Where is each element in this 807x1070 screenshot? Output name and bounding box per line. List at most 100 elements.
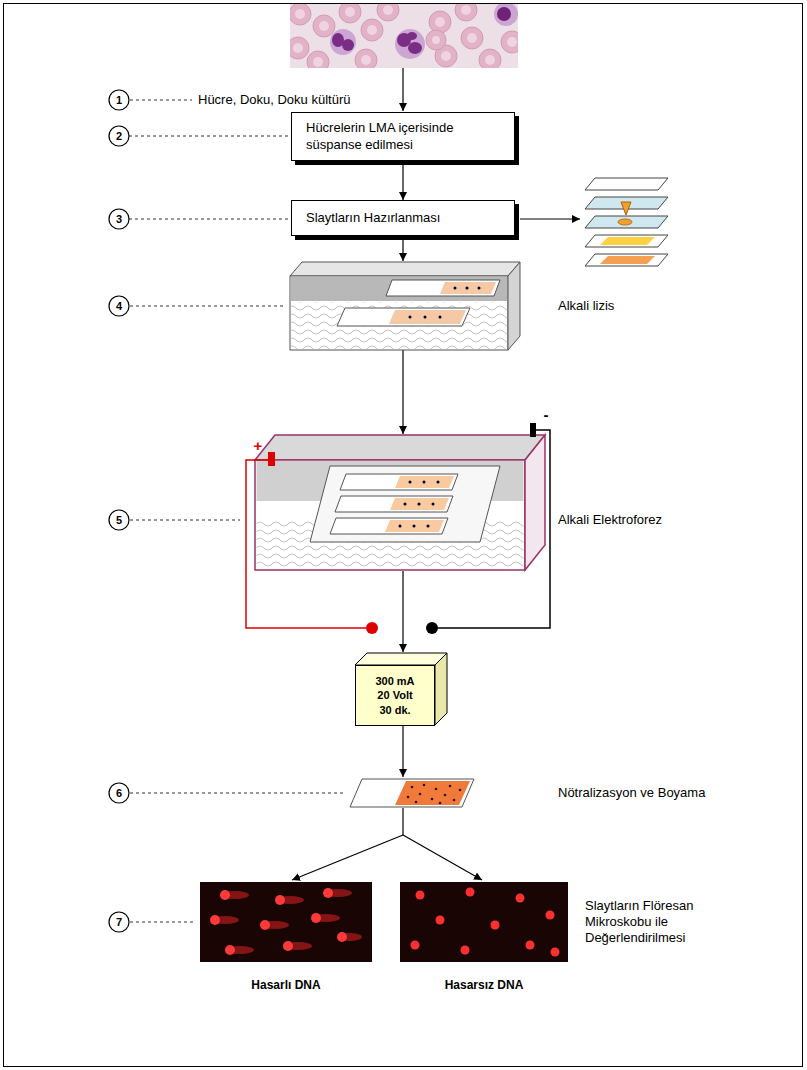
- electrophoresis-tank: [423, 481, 426, 484]
- lysis-tray: [454, 287, 457, 290]
- electrophoresis-tank: [437, 481, 440, 484]
- blood-smear: [319, 21, 329, 31]
- intact-dna-image: [551, 948, 560, 957]
- blood-smear: [441, 51, 451, 61]
- leader-line: [130, 520, 240, 521]
- electrode-wiring: [268, 452, 275, 466]
- step-number: 2: [108, 125, 130, 147]
- damaged-dna-image: [221, 891, 249, 899]
- electrophoresis-tank: [395, 476, 454, 488]
- electrophoresis-tank: [330, 518, 448, 534]
- electrophoresis-tank: [255, 435, 545, 570]
- electrode-wiring: [366, 622, 378, 634]
- damaged-dna-image: [260, 920, 270, 930]
- intact-dna-image: [516, 894, 525, 903]
- blood-smear: [455, 4, 477, 21]
- power-supply-body: [355, 653, 447, 725]
- flow-arrow: [402, 808, 403, 835]
- stained-slide: [411, 786, 414, 789]
- step-label: Hücre, Doku, Doku kültürü: [198, 92, 350, 108]
- blood-smear: [494, 4, 518, 26]
- electrode-wiring: [246, 423, 550, 634]
- electrophoresis-tank: [330, 474, 458, 534]
- blood-smear: [461, 5, 471, 15]
- blood-smear: [355, 49, 377, 68]
- leader-line: [130, 793, 346, 794]
- lysis-tray: [389, 310, 466, 324]
- step-circle: [109, 296, 129, 316]
- stained-slide: [431, 798, 434, 801]
- slide-stack: [618, 219, 632, 225]
- lysis-tray: [290, 262, 520, 350]
- damaged-dna-image: [323, 888, 333, 898]
- callout-number: 1: [116, 95, 122, 106]
- stained-slide: [350, 779, 474, 807]
- lysis-tray: [386, 280, 500, 296]
- intact-dna-image: [436, 916, 445, 925]
- damaged-dna-image: [311, 913, 321, 923]
- stained-slide: [415, 801, 418, 804]
- blood-smear: [342, 39, 354, 51]
- lysis-tray: [466, 287, 469, 290]
- callout-number: 6: [116, 788, 122, 799]
- damaged-dna-image: [261, 921, 289, 929]
- electrophoresis-tank: [427, 525, 430, 528]
- damaged-dna-image: [338, 933, 362, 941]
- blood-smear: [407, 32, 417, 40]
- blood-smear: [290, 4, 518, 68]
- damaged-dna-image: [225, 945, 235, 955]
- connector: [129, 219, 291, 220]
- damaged-dna-image: [275, 895, 285, 905]
- electrophoresis-tank: [399, 525, 402, 528]
- slide-stack: [600, 237, 655, 245]
- damaged-dna-image: [220, 890, 230, 900]
- intact-dna-image: [491, 921, 500, 930]
- blood-smear: [330, 29, 356, 55]
- flow-arrow: [520, 218, 580, 219]
- blood-smear: [367, 25, 377, 35]
- slide-stack: [585, 235, 668, 247]
- step-label: Alkali Elektroforez: [558, 512, 662, 528]
- damaged-dna-image: [211, 889, 362, 954]
- intact-dna-image: [546, 911, 555, 920]
- blood-smear: [295, 9, 305, 19]
- stained-slide: [407, 784, 462, 805]
- lysis-tray: [478, 287, 481, 290]
- step-number: 1: [108, 89, 130, 111]
- callout-number: 7: [116, 917, 122, 928]
- power-supply-body: [355, 653, 447, 665]
- lysis-tray: [439, 316, 442, 319]
- blood-smear: [432, 36, 440, 44]
- blood-smear: [426, 30, 446, 50]
- flow-arrow: [402, 725, 403, 777]
- damaged-dna-image: [226, 946, 254, 954]
- electrode-wiring: [426, 622, 438, 634]
- slide-stack: [585, 254, 668, 266]
- stained-slide: [439, 802, 442, 805]
- damaged-dna-image: [284, 942, 312, 950]
- blood-smear: [361, 55, 371, 65]
- lysis-tray: [337, 308, 470, 326]
- connector: [129, 136, 291, 137]
- blood-smear: [313, 15, 335, 37]
- step-circle: [109, 90, 129, 110]
- stained-slide: [435, 788, 438, 791]
- electrophoresis-tank: [385, 476, 454, 532]
- step-label: Alkali lizis: [558, 298, 614, 314]
- electrophoresis-tank: [255, 435, 545, 460]
- step-number: 7: [108, 911, 130, 933]
- damaged-dna-image: [210, 915, 220, 925]
- connector: [402, 161, 403, 200]
- stained-slide: [453, 799, 456, 802]
- stained-slide: [459, 789, 462, 792]
- electrophoresis-tank: [404, 503, 407, 506]
- power-setting: 30 dk.: [379, 703, 410, 717]
- lysis-tray: [290, 276, 508, 350]
- electrophoresis-tank: [310, 466, 500, 542]
- intact-dna-image: [526, 941, 535, 950]
- electrophoresis-tank: [335, 496, 453, 512]
- flow-arrow: [402, 350, 403, 434]
- callout-number: 3: [116, 214, 122, 225]
